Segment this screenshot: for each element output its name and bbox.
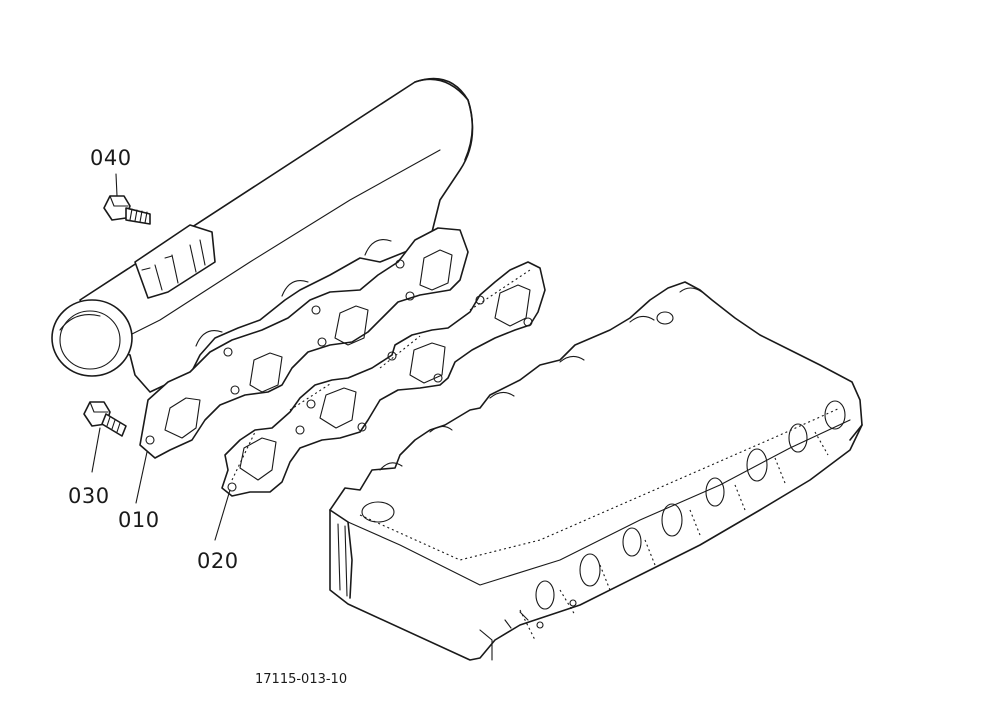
cylinder-head <box>329 281 863 661</box>
exhaust-gasket <box>221 261 546 497</box>
callout-010: 010 <box>118 508 160 532</box>
callout-030: 030 <box>68 484 110 508</box>
bolt-040 <box>103 195 151 225</box>
drawing-reference-number: 17115-013-10 <box>255 672 347 687</box>
leader-lines <box>91 173 231 541</box>
bolt-030 <box>83 401 127 437</box>
callout-040: 040 <box>90 146 132 170</box>
exhaust-manifold <box>51 77 474 459</box>
callout-020: 020 <box>197 549 239 573</box>
